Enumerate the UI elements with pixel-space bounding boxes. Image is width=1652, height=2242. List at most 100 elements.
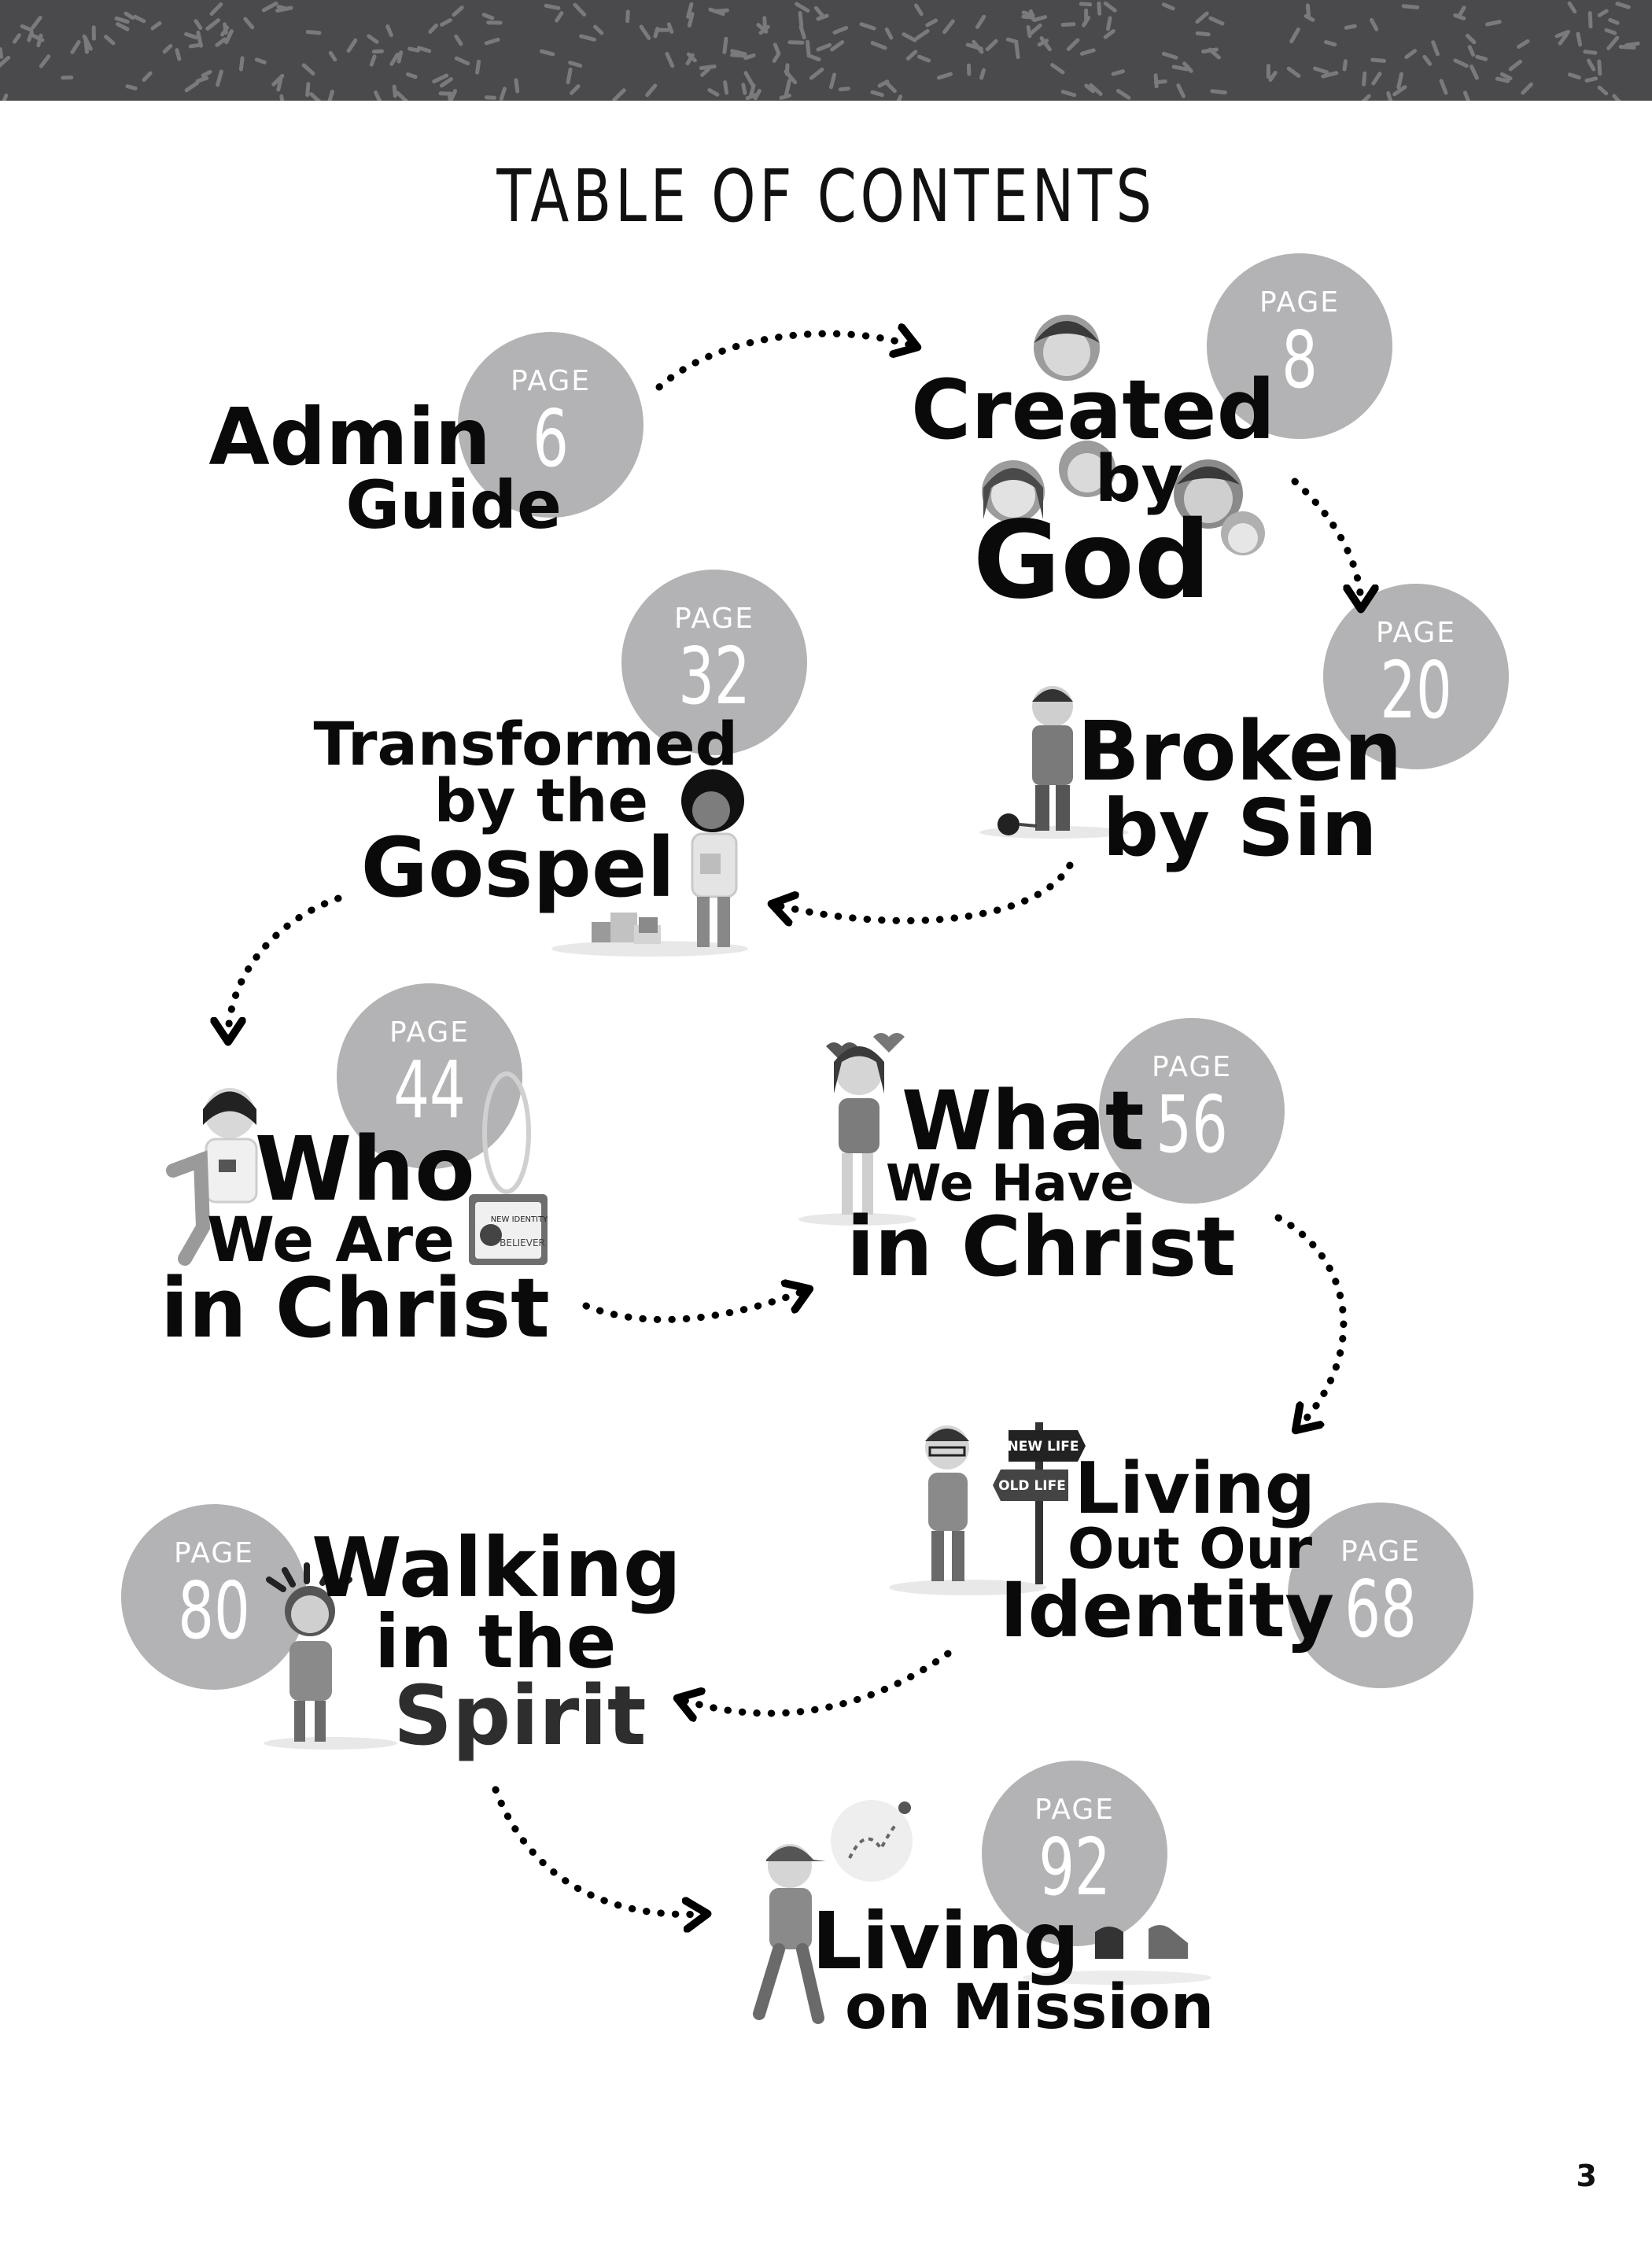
confetti-dash [1116,89,1131,100]
signpost-boy-illustration: NEW LIFE OLD LIFE [889,1422,1086,1595]
confetti-dash [209,2,223,17]
confetti-dash [1558,32,1569,46]
path-arrow-2 [1291,478,1361,606]
section-line: Transformed [313,709,739,779]
confetti-dash [1370,57,1386,63]
confetti-dash [579,34,596,42]
section-living-on-mission[interactable]: Living on Mission [812,1895,1252,2039]
confetti-dash [884,28,894,40]
confetti-dash [201,69,212,78]
confetti-dash [162,43,173,54]
confetti-dash [1210,89,1227,95]
confetti-dash [327,90,334,101]
mission-kid-illustration [753,1800,1211,2024]
confetti-dash [1201,47,1219,53]
confetti-dash [184,31,198,40]
confetti-dash [829,72,837,90]
confetti-dash [1567,1,1577,14]
confetti-dash [1021,10,1035,17]
confetti-dash [432,73,449,84]
section-admin-guide[interactable]: Admin Guide [200,398,562,544]
confetti-dash [570,84,581,95]
section-line: Created [911,362,1276,458]
confetti-dash [1499,72,1513,81]
confetti-dash [1422,54,1433,66]
confetti-dash [1304,13,1315,22]
confetti-dash [439,77,453,88]
confetti-dash [224,29,234,45]
section-transformed-by-the-gospel[interactable]: Transformed by the Gospel [312,709,752,909]
confetti-dash [1371,72,1382,86]
confetti-dash [1060,22,1076,27]
confetti-dash [808,53,821,61]
page-title: TABLE OF CONTENTS [496,154,1156,238]
confetti-dash [1587,11,1593,29]
page-label: PAGE [510,365,592,397]
confetti-dash [965,42,983,51]
confetti-dash [748,83,756,98]
confetti-dash [1195,11,1209,24]
section-what-we-have-in-christ[interactable]: What We Have in Christ [843,1080,1252,1287]
confetti-dash [194,19,203,30]
confetti-dash [184,80,200,93]
confetti-dash [639,24,651,40]
confetti-dash [1176,83,1186,98]
section-line: Living [812,1895,1080,1987]
confetti-dash [756,23,769,34]
confetti-dash [0,47,4,59]
section-line: We Are [206,1205,455,1277]
section-line: Who [254,1119,475,1221]
confetti-dash [216,69,223,87]
header-banner [0,0,1652,101]
confetti-dash [1195,31,1211,37]
confetti-dash [454,34,463,46]
section-line: by [1094,441,1184,517]
confetti-dash [809,67,824,80]
confetti-dash [1386,91,1393,101]
badge-text-top: NEW IDENTITY [491,1215,548,1224]
section-created-by-god[interactable]: Created by God [911,362,1276,614]
confetti-dash [1171,65,1189,72]
spirit-kid-illustration [264,1562,397,1750]
confetti-dash [114,16,130,24]
path-arrow-4 [228,894,342,1038]
page-badge-number: 44 [393,1044,466,1136]
section-broken-by-sin[interactable]: Broken by Sin [1075,710,1405,867]
section-walking-in-the-spirit[interactable]: Walking in the Spirit [312,1527,689,1757]
confetti-dash [279,94,285,101]
confetti-dash [481,13,495,20]
confetti-dash [1587,58,1596,72]
section-who-we-are-in-christ[interactable]: Who We Are in Christ [160,1119,554,1350]
confetti-dash [82,34,93,51]
confetti-dash [1289,28,1300,44]
confetti-dash [175,48,182,61]
page-badge-number: 32 [678,630,750,722]
confetti-dash [1597,59,1602,76]
confetti-dash [722,36,728,54]
confetti-dash [593,24,604,35]
sign-text-new: NEW LIFE [1008,1439,1079,1455]
confetti-dash [1615,2,1631,9]
page-label: PAGE [173,1537,255,1569]
page-label: PAGE [1151,1051,1233,1083]
confetti-dash [707,88,720,97]
section-living-out-our-identity[interactable]: Living Out Our Identity [988,1454,1334,1648]
confetti-dash [1567,72,1581,79]
confetti-dash [448,89,458,101]
confetti-dash [346,38,358,53]
confetti-dash [1106,16,1112,31]
confetti-dash [743,53,756,61]
section-line: Guide [345,466,562,544]
confetti-dash [625,9,630,24]
confetti-dash [440,18,452,27]
confetti-dash [1050,63,1065,75]
confetti-dash [1439,79,1448,95]
confetti-dash [196,30,203,48]
path-arrow-1 [655,334,914,391]
confetti-dash [1060,90,1077,98]
gospel-girl-illustration [551,769,748,957]
section-line: in the [374,1599,617,1685]
